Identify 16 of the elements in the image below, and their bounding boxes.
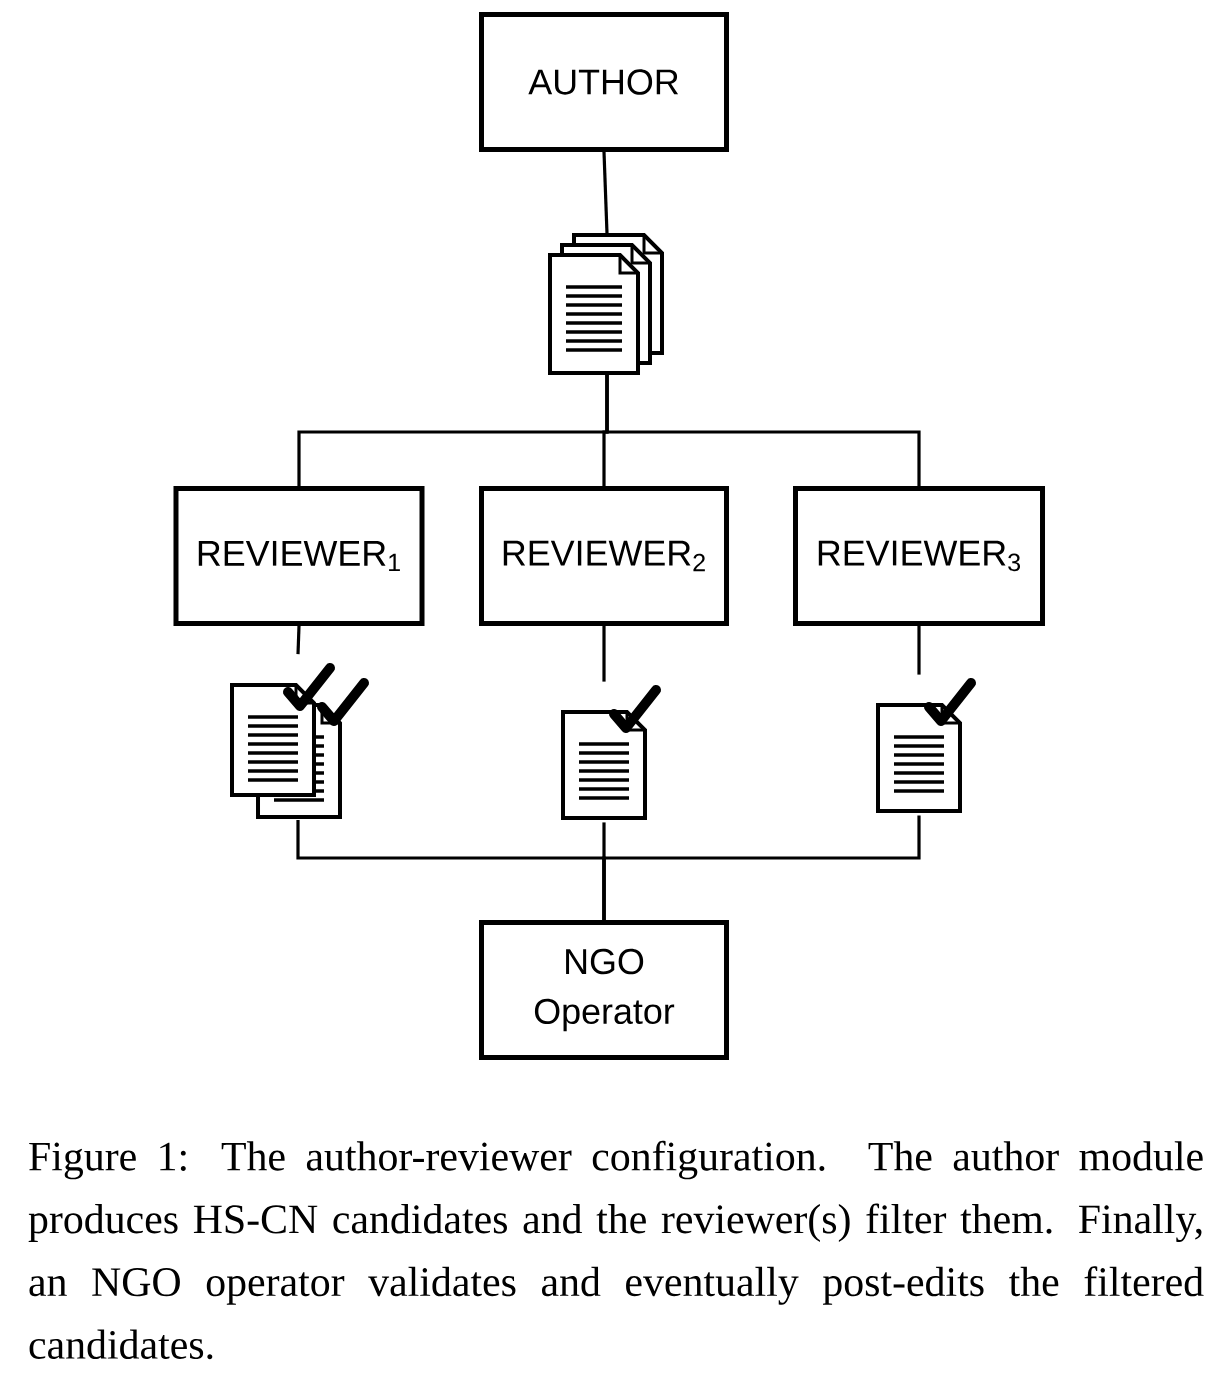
checked-document-drawing [561, 685, 661, 820]
process-box: AUTHOR [479, 12, 729, 152]
checked-documents-drawing [230, 663, 369, 819]
connector-line [917, 626, 921, 675]
checked-document-drawing [876, 678, 976, 813]
connector-line [605, 374, 921, 486]
process-box: NGO Operator [479, 920, 729, 1060]
caption: Figure 1: The author-reviewer configuration. The author module produces HS-CN candidates and the reviewer(s) filter them. Finally, an NGO operator validates and eventually post-edits the filtered candidates. [28, 1140, 1204, 1360]
connector-line [602, 815, 921, 920]
connector-line [602, 151, 609, 234]
connector-line [296, 625, 301, 655]
document-stack-drawing [548, 233, 664, 375]
process-box: REVIEWER$_{2}$ [479, 486, 729, 626]
process-box: REVIEWER$_{3}$ [793, 486, 1045, 626]
connector-line [602, 626, 606, 682]
process-box: REVIEWER$_{1}$ [173, 486, 425, 626]
